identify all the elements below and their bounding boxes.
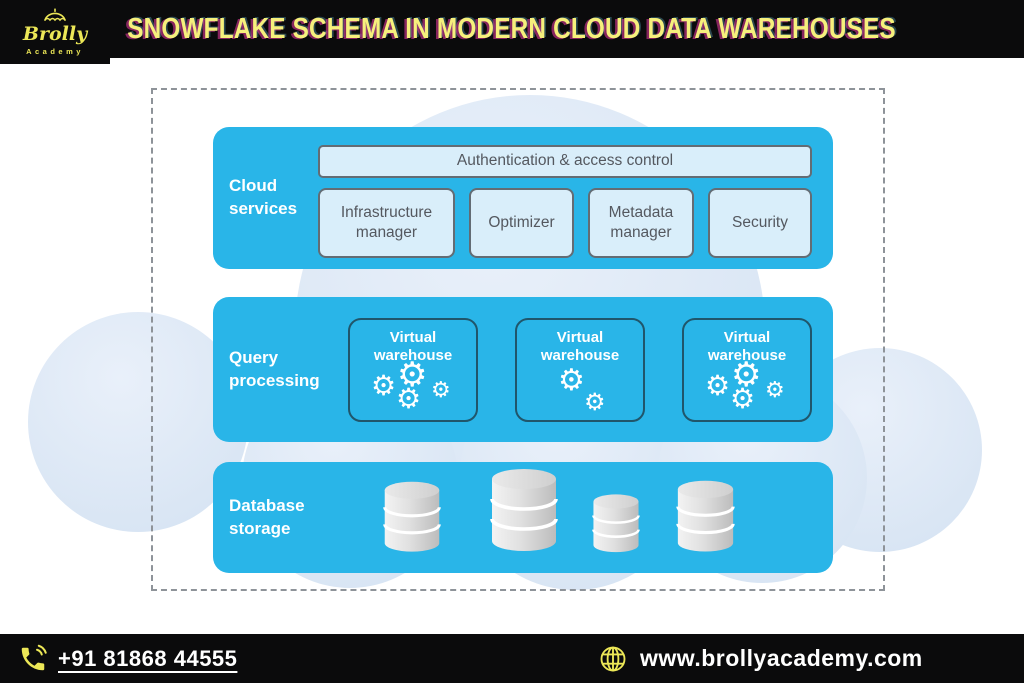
layer-query-processing: Query processing Virtual warehouse ⚙ ⚙ ⚙… — [213, 297, 833, 442]
security-box: Security — [708, 187, 812, 258]
globe-icon — [600, 646, 626, 671]
metadata-manager-box: Metadata manager — [588, 187, 694, 258]
gear-icon: ⚙ — [558, 363, 585, 398]
database-cylinder-icon — [592, 493, 640, 552]
cloud-services-content: Authentication & access control Infrastr… — [318, 128, 833, 269]
virtual-warehouse-label: Virtual warehouse — [373, 328, 453, 365]
cloud-services-row: Infrastructure manager Optimizer Metadat… — [318, 187, 812, 258]
website-url[interactable]: www.brollyacademy.com — [640, 645, 923, 671]
website-link[interactable]: www.brollyacademy.com — [598, 634, 923, 683]
warehouse-row: Virtual warehouse ⚙ ⚙ ⚙ ⚙ Virtual wareho… — [318, 317, 833, 422]
virtual-warehouse-box-1: Virtual warehouse ⚙ ⚙ ⚙ ⚙ — [348, 317, 478, 422]
auth-access-control-box: Authentication & access control — [318, 144, 812, 178]
gear-cluster-4: ⚙ ⚙ ⚙ ⚙ — [705, 358, 789, 420]
infrastructure-manager-box: Infrastructure manager — [318, 187, 455, 258]
optimizer-box: Optimizer — [469, 187, 574, 258]
query-processing-label: Query processing — [229, 347, 320, 390]
gear-icon: ⚙ — [705, 369, 731, 402]
gear-icon: ⚙ — [765, 378, 785, 403]
phone-icon — [21, 644, 47, 670]
gear-cluster-2: ⚙ ⚙ — [538, 366, 622, 420]
gear-icon: ⚙ — [431, 378, 451, 403]
gear-icon: ⚙ — [371, 369, 397, 402]
gear-icon: ⚙ — [730, 382, 756, 415]
virtual-warehouse-box-3: Virtual warehouse ⚙ ⚙ ⚙ ⚙ — [682, 317, 812, 422]
virtual-warehouse-label: Virtual warehouse — [540, 328, 620, 365]
gear-icon: ⚙ — [396, 382, 422, 415]
gear-icon: ⚙ — [731, 355, 762, 395]
phone-contact[interactable]: +91 81868 44555 — [18, 634, 237, 683]
gear-cluster-4: ⚙ ⚙ ⚙ ⚙ — [371, 358, 455, 420]
database-cylinder-icon — [676, 480, 735, 552]
footer-bar: +91 81868 44555 www.brollyacademy.com — [0, 634, 1024, 683]
gear-icon: ⚙ — [397, 355, 428, 395]
database-cylinder-icon — [383, 481, 441, 552]
brand-subtitle: Academy — [26, 47, 84, 56]
virtual-warehouse-box-2: Virtual warehouse ⚙ ⚙ — [515, 317, 645, 422]
layer-database-storage: Database storage — [213, 462, 833, 573]
umbrella-icon — [44, 8, 66, 22]
diagram-dashed-border — [151, 88, 885, 591]
brand-name: Brolly — [22, 23, 88, 45]
page-title: SNOWFLAKE SCHEMA IN MODERN CLOUD DATA WA… — [127, 12, 897, 45]
gear-icon: ⚙ — [584, 388, 606, 416]
database-cylinder-icon — [490, 468, 558, 551]
brolly-logo: Brolly Academy — [0, 0, 110, 64]
cloud-shape — [28, 312, 248, 532]
layer-cloud-services: Cloud services Authentication & access c… — [213, 127, 833, 269]
header-bar: SNOWFLAKE SCHEMA IN MODERN CLOUD DATA WA… — [0, 0, 1024, 58]
database-storage-label: Database storage — [229, 495, 305, 538]
phone-number[interactable]: +91 81868 44555 — [58, 645, 238, 671]
cloud-services-label: Cloud services — [229, 176, 298, 218]
virtual-warehouse-label: Virtual warehouse — [707, 328, 787, 365]
cylinder-row — [318, 467, 833, 569]
